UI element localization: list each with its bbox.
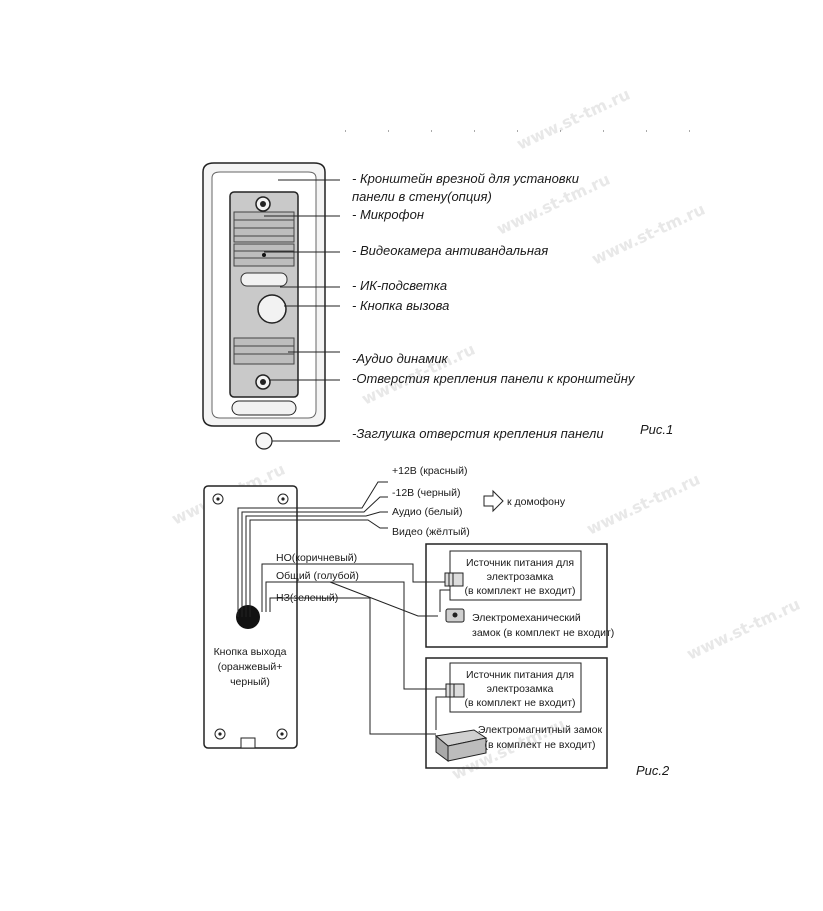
speaker-grille <box>233 337 295 365</box>
lock-icon-keyhole <box>452 612 458 618</box>
corner-screw-center <box>218 732 222 736</box>
fig1-leaders <box>264 179 340 442</box>
wire-plus12 <box>237 481 388 617</box>
label-mount-holes: -Отверстия крепления панели к кронштейну <box>352 371 636 386</box>
figure2-caption: Рис.2 <box>636 763 670 778</box>
wire-common-to-box2 <box>265 581 446 690</box>
box2-lock-line2: (в комплект не входит) <box>484 739 595 751</box>
rear-notch <box>240 737 256 749</box>
figure1-caption: Рис.1 <box>640 422 673 437</box>
relay-label-nc: НЗ(зеленый) <box>276 592 338 604</box>
label-call-button: - Кнопка вызова <box>352 298 449 313</box>
corner-screw-center <box>280 732 284 736</box>
ir-window <box>240 272 288 287</box>
box2-frame <box>425 657 608 769</box>
exit-button-label-line1: Кнопка выхода <box>214 646 287 658</box>
box1-lock-line2: замок (в комплект не входит) <box>472 627 614 639</box>
wire-video <box>249 519 388 617</box>
box1-psu-line3: (в комплект не входит) <box>464 585 575 597</box>
wire-label-minus12: -12В (черный) <box>392 487 460 499</box>
panel-illustration <box>202 162 326 450</box>
box2-psu-line3: (в комплект не входит) <box>464 697 575 709</box>
watermark-text: www.st-tm.ru <box>514 84 633 153</box>
label-bracket-line1: - Кронштейн врезной для установки <box>352 171 579 186</box>
label-bracket-line2: панели в стену(опция) <box>352 189 492 204</box>
bracket-slot <box>231 400 297 416</box>
relay-wires <box>261 563 451 735</box>
box2-psu-frame <box>449 662 582 713</box>
psu2-lock-link <box>435 696 451 730</box>
box2-lock-line1: Электромагнитный замок <box>478 724 603 736</box>
corner-screw-center <box>281 497 285 501</box>
bottom-screw-center <box>260 379 266 385</box>
box2-psu-line1: Источник питания для <box>466 669 574 681</box>
relay-label-no: НО(коричневый) <box>276 552 357 564</box>
label-ir: - ИК-подсветка <box>352 278 447 293</box>
exit-button-dot <box>236 605 260 629</box>
lock-box-electromagnetic: Источник питания для электрозамка (в ком… <box>425 657 608 769</box>
box1-psu-line2: электрозамка <box>487 571 554 583</box>
wire-common-to-box1 <box>329 581 438 617</box>
lock-box-electromechanical: Источник питания для электрозамка (в ком… <box>425 543 614 648</box>
label-microphone: - Микрофон <box>352 207 424 222</box>
to-intercom-label: к домофону <box>507 496 566 508</box>
wire-minus12 <box>241 496 388 617</box>
plug-icon <box>445 683 465 698</box>
corner-screw-center <box>216 497 220 501</box>
relay-labels: НО(коричневый) Общий (голубой) НЗ(зелены… <box>214 552 359 688</box>
microphone-grille <box>233 211 295 243</box>
box1-lock-line1: Электромеханический <box>472 612 581 624</box>
maglock-icon-front <box>447 737 487 762</box>
wire-label-audio: Аудио (белый) <box>392 506 462 518</box>
exit-button-label-line2: (оранжевый+ <box>218 661 283 673</box>
call-button <box>257 294 287 324</box>
wire-audio <box>245 511 388 617</box>
watermark-text: www.st-tm.ru <box>589 199 708 268</box>
box1-frame <box>425 543 608 648</box>
wire-nc <box>269 597 436 735</box>
wire-labels: +12В (красный) -12В (черный) Аудио (белы… <box>392 465 566 538</box>
top-screw-center <box>260 201 266 207</box>
psu1-lock-link <box>439 589 451 612</box>
camera-lens <box>262 253 266 257</box>
relay-label-common: Общий (голубой) <box>276 570 359 582</box>
fig1-labels: - Кронштейн врезной для установки панели… <box>352 171 673 441</box>
plug-cap <box>255 432 273 450</box>
wire-no <box>261 563 446 612</box>
intercom-cable <box>237 481 388 617</box>
label-camera: - Видеокамера антивандальная <box>352 243 548 258</box>
wire-label-video: Видео (жёлтый) <box>392 526 470 538</box>
box2-psu-line2: электрозамка <box>487 683 554 695</box>
plug-icon <box>444 572 464 587</box>
label-plug: -Заглушка отверстия крепления панели <box>352 426 604 441</box>
watermark-text: www.st-tm.ru <box>684 594 803 663</box>
arrow-right-icon <box>483 489 504 513</box>
exit-button-label-line3: черный) <box>230 676 270 688</box>
label-speaker: -Аудио динамик <box>352 351 449 366</box>
watermark-text: www.st-tm.ru <box>584 469 703 538</box>
wire-label-plus12: +12В (красный) <box>392 465 467 477</box>
box1-psu-line1: Источник питания для <box>466 557 574 569</box>
